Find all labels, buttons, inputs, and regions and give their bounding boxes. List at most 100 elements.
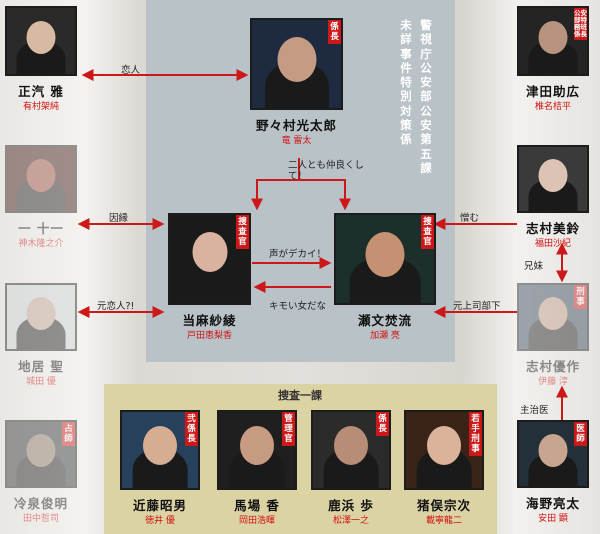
actor-name: 田中哲司 (22, 514, 59, 524)
actor-name: 戸田恵梨香 (186, 331, 232, 341)
role-tag: 刑事 (574, 285, 587, 309)
portrait-shoulders (16, 315, 66, 349)
portrait-mirei (517, 145, 589, 213)
portrait-inomata: 若手刑事 (404, 410, 484, 490)
portrait-face (26, 159, 56, 192)
division-title-char: 公 (420, 60, 432, 75)
portrait-jii (5, 283, 77, 351)
division-title-char: 対 (400, 103, 412, 118)
division-title-col-1: 警視庁公安部公安第五課 (419, 18, 433, 175)
character-card-mirei: 志村美鈴福田沙紀 (517, 145, 589, 257)
character-card-yusaku: 刑事志村優作伊藤 淳 (517, 283, 589, 395)
character-card-reisen: 占師冷泉俊明田中哲司 (5, 420, 77, 532)
role-tag: 若手刑事 (469, 412, 482, 456)
character-name: 地居 聖 (18, 359, 64, 374)
role-tag: 捜査官 (421, 215, 434, 249)
division-title-char: 庁 (420, 46, 432, 61)
role-tag: 弐係長 (185, 412, 198, 446)
actor-name: 神木隆之介 (18, 239, 64, 249)
role-tag: 捜査官 (236, 215, 249, 249)
actor-name: 伊藤 淳 (538, 377, 568, 387)
relation-hate-label: 憎む (460, 213, 480, 224)
division-title-char: 第 (420, 132, 432, 147)
portrait-face (26, 21, 56, 54)
character-card-seta: 捜査官瀬文焚流加瀬 亮 (334, 213, 436, 349)
portrait-face (365, 232, 405, 277)
division-title: 警視庁公安部公安第五課 未詳事件特別対策係 (373, 10, 455, 175)
division-title-char: 事 (400, 46, 412, 61)
portrait-kahama: 係長 (311, 410, 391, 490)
portrait-face (26, 297, 56, 330)
portrait-face (143, 426, 177, 465)
portrait-face (192, 232, 227, 272)
division-title-char: 特 (400, 75, 412, 90)
section-title: 捜査一課 (278, 389, 322, 402)
character-name: 志村美鈴 (525, 221, 580, 236)
relation-fate-label: 因縁 (109, 213, 129, 224)
portrait-face (240, 426, 274, 465)
portrait-tsuda: 公安部特務班係長 (517, 6, 589, 76)
portrait-face (26, 434, 56, 467)
division-title-char: 安 (420, 118, 432, 133)
portrait-kondo: 弐係長 (120, 410, 200, 490)
role-tag: 係長 (376, 412, 389, 436)
character-name: 海野亮太 (525, 496, 580, 511)
actor-name: 竜 雷太 (281, 136, 312, 146)
division-title-char: 部 (420, 89, 432, 104)
character-card-ninomae: 一 十一神木隆之介 (5, 145, 77, 257)
portrait-maba: 管理官 (217, 410, 297, 490)
character-card-inomata: 若手刑事猪俣宗次載寧龍二 (404, 410, 484, 534)
portrait-touma: 捜査官 (168, 213, 251, 305)
character-name: 一 十一 (18, 221, 64, 236)
relation-creepy-label: キモい女だな (269, 301, 327, 312)
actor-name: 城田 優 (26, 377, 56, 387)
role-tag: 医師 (574, 422, 587, 446)
character-card-masaki: 正汽 雅有村架純 (5, 6, 77, 120)
portrait-umino: 医師 (517, 420, 589, 488)
character-name: 正汽 雅 (18, 84, 64, 99)
relation-exboss-label: 元上司部下 (453, 301, 501, 312)
character-name: 志村優作 (525, 359, 580, 374)
relation-lover-label: 恋人 (121, 65, 141, 76)
division-title-char: 公 (420, 103, 432, 118)
character-name: 瀬文焚流 (357, 313, 412, 328)
relation-friends-label: 二人とも仲良くして！ (288, 160, 365, 182)
portrait-face (538, 434, 568, 467)
portrait-face (427, 426, 461, 465)
character-name: 冷泉俊明 (13, 496, 68, 511)
character-card-nonomura: 係長野々村光太郎竜 雷太 (250, 18, 343, 154)
character-name: 鹿浜 歩 (328, 498, 374, 513)
portrait-seta: 捜査官 (334, 213, 436, 305)
actor-name: 徳井 優 (145, 516, 175, 526)
portrait-shoulders (528, 315, 578, 349)
division-title-char: 視 (420, 32, 432, 47)
portrait-ninomae (5, 145, 77, 213)
actor-name: 安田 顕 (538, 514, 568, 524)
portrait-yusaku: 刑事 (517, 283, 589, 351)
portrait-face (334, 426, 368, 465)
division-title-char: 策 (400, 118, 412, 133)
division-title-char: 五 (420, 146, 432, 161)
division-title-char: 警 (420, 18, 432, 32)
division-title-char: 件 (400, 60, 412, 75)
division-title-char: 別 (400, 89, 412, 104)
portrait-face (538, 159, 568, 192)
role-tag: 占師 (62, 422, 75, 446)
actor-name: 加瀬 亮 (370, 331, 400, 341)
portrait-face (538, 21, 568, 54)
role-tag: 公安部特務班係長 (574, 8, 587, 40)
division-title-char: 課 (420, 160, 432, 175)
role-tag: 係長 (328, 20, 341, 44)
character-card-kondo: 弐係長近藤昭男徳井 優 (120, 410, 200, 534)
actor-name: 有村架純 (22, 102, 59, 112)
division-title-char: 安 (420, 75, 432, 90)
actor-name: 載寧龍二 (425, 516, 462, 526)
division-title-char: 詳 (400, 32, 412, 47)
character-name: 野々村光太郎 (255, 118, 337, 133)
division-title-char: 係 (400, 132, 412, 147)
division-title-col-2: 未詳事件特別対策係 (399, 18, 413, 147)
character-card-kahama: 係長鹿浜 歩松澤一之 (311, 410, 391, 534)
actor-name: 岡田浩暉 (238, 516, 275, 526)
